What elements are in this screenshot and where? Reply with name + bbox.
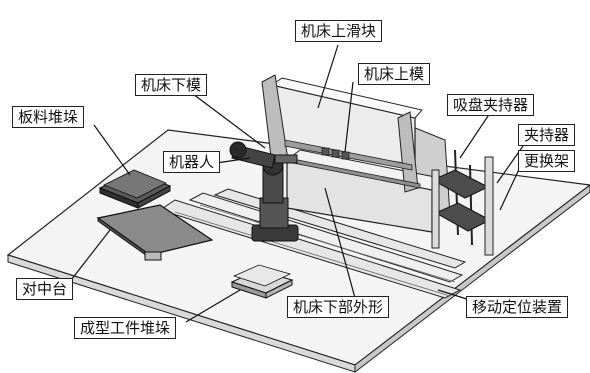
label-gripper-changer-line2: 更换架 [518,150,576,172]
label-centering-table: 对中台 [16,278,74,300]
label-gripper-changer-line1: 夹持器 [518,124,576,146]
press-brake-drawing [261,74,451,233]
robot-drawing [229,141,299,242]
label-lower-frame: 机床下部外形 [287,296,390,318]
label-sheet-stack: 板料堆垛 [12,106,85,128]
workpiece-stack-drawing [230,264,294,299]
label-robot: 机器人 [163,151,221,173]
leader-lines [67,44,524,323]
label-upper-die: 机床上模 [358,63,431,85]
label-upper-slider: 机床上滑块 [295,20,383,42]
centering-table-drawing [96,204,214,261]
label-suction-gripper: 吸盘夹持器 [447,94,535,116]
label-lower-die: 机床下模 [135,74,208,96]
label-workpiece-stack: 成型工件堆垛 [74,317,177,339]
label-positioning-device: 移动定位装置 [466,296,569,318]
gripper-changer-drawing [431,149,494,256]
sheet-stack-drawing [98,169,172,209]
